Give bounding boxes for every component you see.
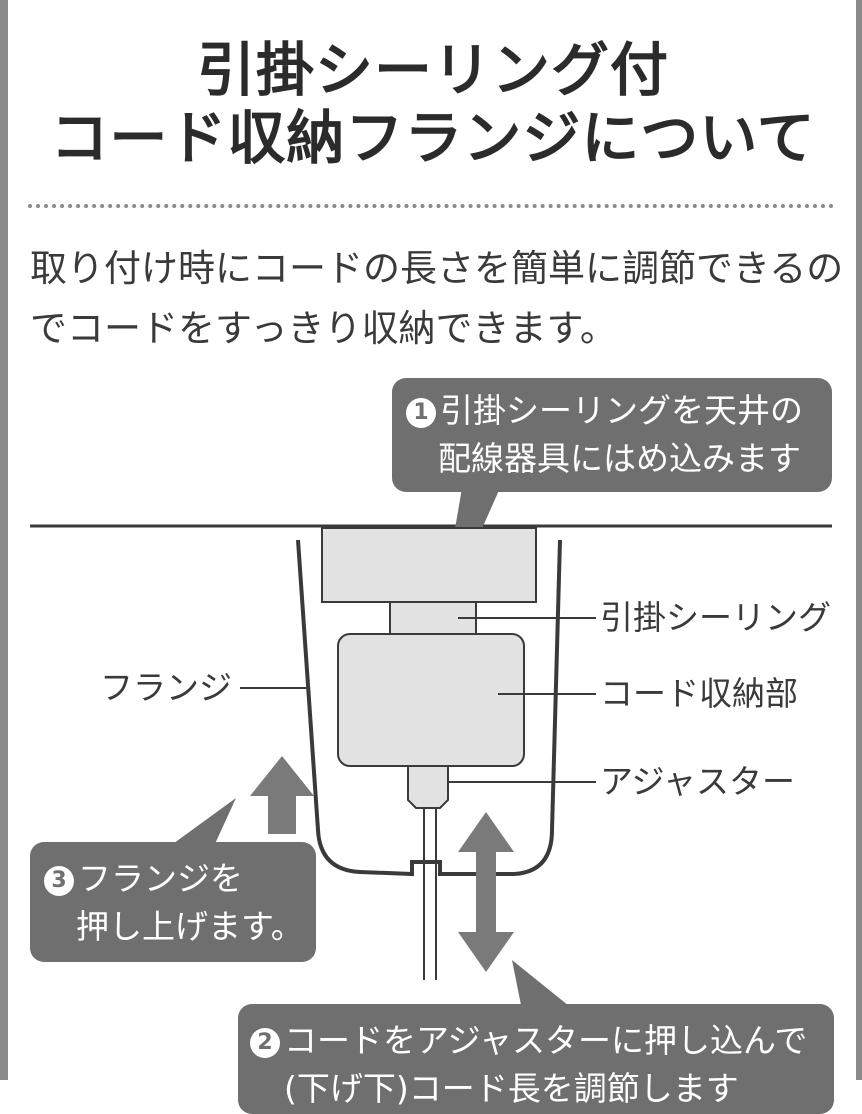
title-line-2: コード収納フランジについて	[50, 104, 816, 172]
double-arrow	[458, 812, 514, 972]
adjuster-shape	[407, 765, 449, 809]
label-cord-storage: コード収納部	[600, 674, 798, 713]
callout-1-line-2: 配線器具にはめ込みます	[438, 439, 801, 478]
label-adjuster: アジャスター	[600, 762, 796, 801]
callout-3-pointer	[170, 798, 236, 846]
callout-2-text-1: コードをアジャスターに押し込んで	[284, 1021, 808, 1060]
callout-3-line-2: 押し上げます。	[76, 907, 304, 946]
step-3-number: 3	[44, 866, 74, 896]
title-line-1: 引掛シーリング付	[196, 36, 669, 104]
up-arrow	[250, 756, 314, 834]
left-frame-border	[0, 0, 8, 1080]
label-ceiling-rosette: 引掛シーリング	[600, 598, 831, 637]
callout-2-line-2: (下げ下)コード長を調節します	[284, 1069, 739, 1108]
callout-2-pointer	[512, 960, 574, 1010]
cord-storage-body	[337, 633, 525, 767]
flange-shape	[296, 539, 562, 877]
right-frame-border	[856, 0, 862, 1080]
callout-1-text-1: 引掛シーリングを天井の	[440, 391, 803, 430]
description-line-1: 取り付け時にコードの長さを簡単に調節できるの	[30, 247, 844, 290]
dotted-divider	[28, 204, 834, 208]
flange-diagram	[30, 488, 832, 1010]
callout-3-text-1: フランジを	[78, 859, 243, 898]
label-flange: フランジ	[100, 668, 232, 707]
step-1-number: 1	[406, 398, 436, 428]
ceiling-rosette-body	[321, 527, 537, 603]
description-line-2: でコードをすっきり収納できます。	[30, 307, 617, 350]
step-2-number: 2	[250, 1028, 280, 1058]
